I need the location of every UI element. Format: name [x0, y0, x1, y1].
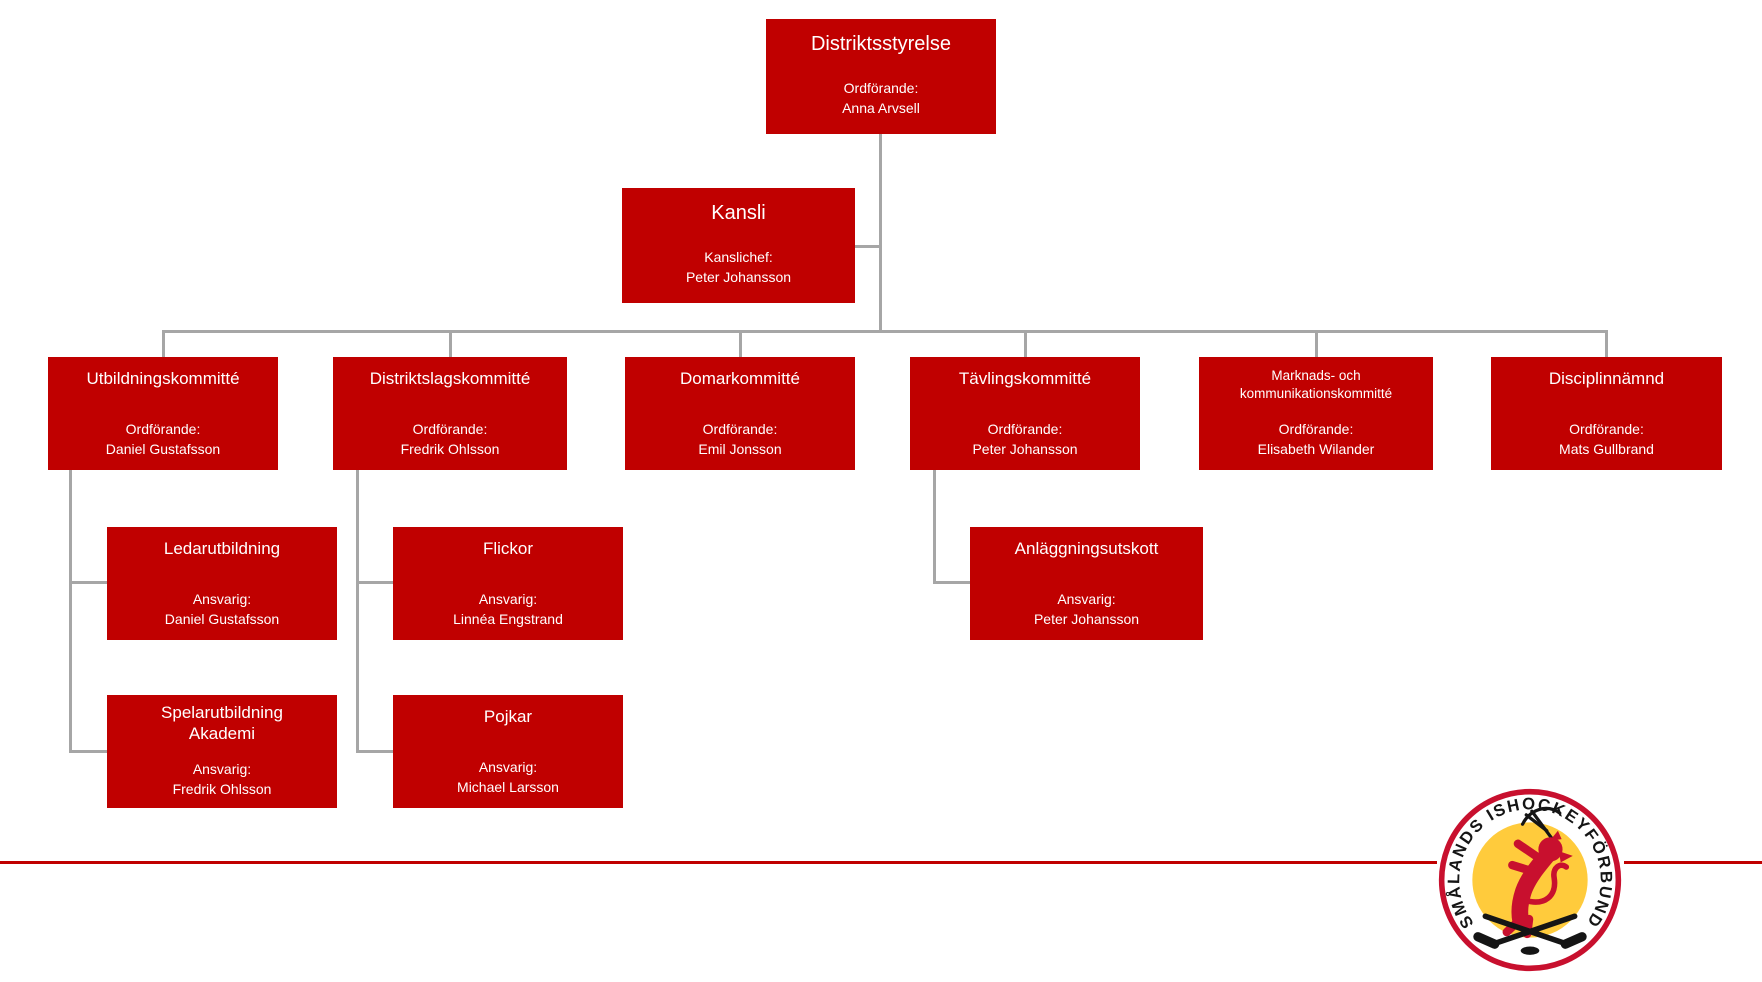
divider-line: [1624, 861, 1762, 864]
federation-logo-graphic: SMÅLANDS ISHOCKEYFÖRBUND: [1438, 788, 1622, 972]
role-label: Ansvarig:: [478, 759, 538, 776]
person-name: Fredrik Ohlsson: [400, 440, 500, 457]
org-box-subtitle: Kanslichef: Peter Johansson: [622, 248, 855, 287]
org-box-flickor: Flickor Ansvarig: Linnéa Engstrand: [393, 527, 623, 640]
role-label: Ordförande:: [843, 80, 919, 97]
org-box-subtitle: Ansvarig: Michael Larsson: [393, 758, 623, 797]
org-box-marknadskommitte: Marknads- och kommunikationskommitté Ord…: [1199, 357, 1433, 470]
person-name: Daniel Gustafsson: [105, 440, 221, 457]
hockey-sticks-icon: [1473, 913, 1587, 949]
person-name: Linnéa Engstrand: [453, 610, 563, 627]
connector-line: [933, 470, 936, 584]
org-box-title: Domarkommitté: [680, 369, 800, 388]
connector-line: [739, 330, 742, 360]
org-box-distriktsstyrelse: Distriktsstyrelse Ordförande: Anna Arvse…: [766, 19, 996, 134]
connector-line: [449, 330, 452, 360]
org-box-subtitle: Ordförande: Fredrik Ohlsson: [333, 420, 567, 459]
role-label: Ansvarig:: [192, 591, 252, 608]
org-box-title: Marknads- och kommunikationskommitté: [1239, 368, 1393, 401]
org-box-title: Ledarutbildning: [163, 539, 281, 558]
connector-line: [1024, 330, 1027, 360]
org-box-subtitle: Ordförande: Peter Johansson: [910, 420, 1140, 459]
role-label: Kanslichef:: [704, 249, 773, 266]
person-name: Peter Johansson: [972, 440, 1078, 457]
person-name: Peter Johansson: [685, 268, 792, 285]
org-box-subtitle: Ordförande: Elisabeth Wilander: [1199, 420, 1433, 459]
org-box-subtitle: Ordförande: Mats Gullbrand: [1491, 420, 1722, 459]
role-label: Ordförande:: [125, 421, 201, 438]
connector-line: [1605, 330, 1608, 360]
org-box-title: Disciplinnämnd: [1548, 369, 1665, 388]
connector-line: [1315, 330, 1318, 360]
person-name: Daniel Gustafsson: [164, 610, 280, 627]
org-box-pojkar: Pojkar Ansvarig: Michael Larsson: [393, 695, 623, 808]
puck-icon: [1520, 946, 1540, 955]
person-name: Elisabeth Wilander: [1257, 440, 1375, 457]
connector-line: [162, 330, 1608, 333]
org-box-title: Tävlingskommitté: [958, 369, 1092, 388]
org-box-domarkommitte: Domarkommitté Ordförande: Emil Jonsson: [625, 357, 855, 470]
org-box-anlaggningsutskott: Anläggningsutskott Ansvarig: Peter Johan…: [970, 527, 1203, 640]
org-box-subtitle: Ansvarig: Linnéa Engstrand: [393, 590, 623, 629]
role-label: Ordförande:: [1569, 421, 1644, 438]
org-box-ledarutbildning: Ledarutbildning Ansvarig: Daniel Gustafs…: [107, 527, 337, 640]
connector-line: [855, 245, 882, 248]
person-name: Michael Larsson: [457, 778, 559, 795]
role-label: Ansvarig:: [1057, 591, 1116, 608]
crossbow-icon: [1520, 806, 1562, 841]
org-box-title: Pojkar: [483, 707, 533, 726]
org-box-tavlingskommitte: Tävlingskommitté Ordförande: Peter Johan…: [910, 357, 1140, 470]
org-box-title: Utbildningskommitté: [86, 369, 240, 388]
org-box-distriktslagskommitte: Distriktslagskommitté Ordförande: Fredri…: [333, 357, 567, 470]
org-box-subtitle: Ordförande: Emil Jonsson: [625, 420, 855, 459]
connector-line: [359, 750, 393, 753]
connector-line: [359, 581, 393, 584]
org-box-title: Anläggningsutskott: [1014, 539, 1159, 558]
person-name: Fredrik Ohlsson: [172, 780, 272, 797]
org-box-subtitle: Ordförande: Daniel Gustafsson: [48, 420, 278, 459]
lion-icon: [1502, 830, 1573, 939]
org-box-subtitle: Ansvarig: Daniel Gustafsson: [107, 590, 337, 629]
org-box-subtitle: Ordförande: Anna Arvsell: [766, 79, 996, 118]
connector-line: [936, 581, 970, 584]
divider-line: [0, 861, 1437, 864]
org-box-title: Flickor: [482, 539, 534, 558]
role-label: Ordförande:: [702, 421, 778, 438]
org-box-utbildningskommitte: Utbildningskommitté Ordförande: Daniel G…: [48, 357, 278, 470]
person-name: Anna Arvsell: [842, 99, 920, 116]
role-label: Ordförande:: [412, 421, 488, 438]
connector-line: [69, 470, 72, 753]
org-box-title: Distriktslagskommitté: [369, 369, 531, 388]
org-box-title: Kansli: [711, 202, 766, 224]
org-box-subtitle: Ansvarig: Fredrik Ohlsson: [107, 760, 337, 799]
person-name: Emil Jonsson: [698, 440, 782, 457]
federation-logo: SMÅLANDS ISHOCKEYFÖRBUND: [1437, 787, 1623, 973]
org-box-spelarutbildning-akademi: Spelarutbildning Akademi Ansvarig: Fredr…: [107, 695, 337, 808]
person-name: Peter Johansson: [1033, 610, 1140, 627]
org-box-title: Distriktsstyrelse: [810, 33, 951, 55]
org-box-kansli: Kansli Kanslichef: Peter Johansson: [622, 188, 855, 303]
connector-line: [72, 581, 107, 584]
role-label: Ansvarig:: [192, 761, 252, 778]
connector-line: [879, 134, 882, 332]
person-name: Mats Gullbrand: [1559, 440, 1654, 457]
org-box-title: Spelarutbildning Akademi: [161, 703, 283, 744]
org-box-disciplinnamnd: Disciplinnämnd Ordförande: Mats Gullbran…: [1491, 357, 1722, 470]
role-label: Ordförande:: [987, 421, 1063, 438]
connector-line: [356, 470, 359, 753]
role-label: Ansvarig:: [478, 591, 538, 608]
role-label: Ordförande:: [1278, 421, 1354, 438]
connector-line: [162, 330, 165, 360]
org-box-subtitle: Ansvarig: Peter Johansson: [970, 590, 1203, 629]
connector-line: [72, 750, 107, 753]
